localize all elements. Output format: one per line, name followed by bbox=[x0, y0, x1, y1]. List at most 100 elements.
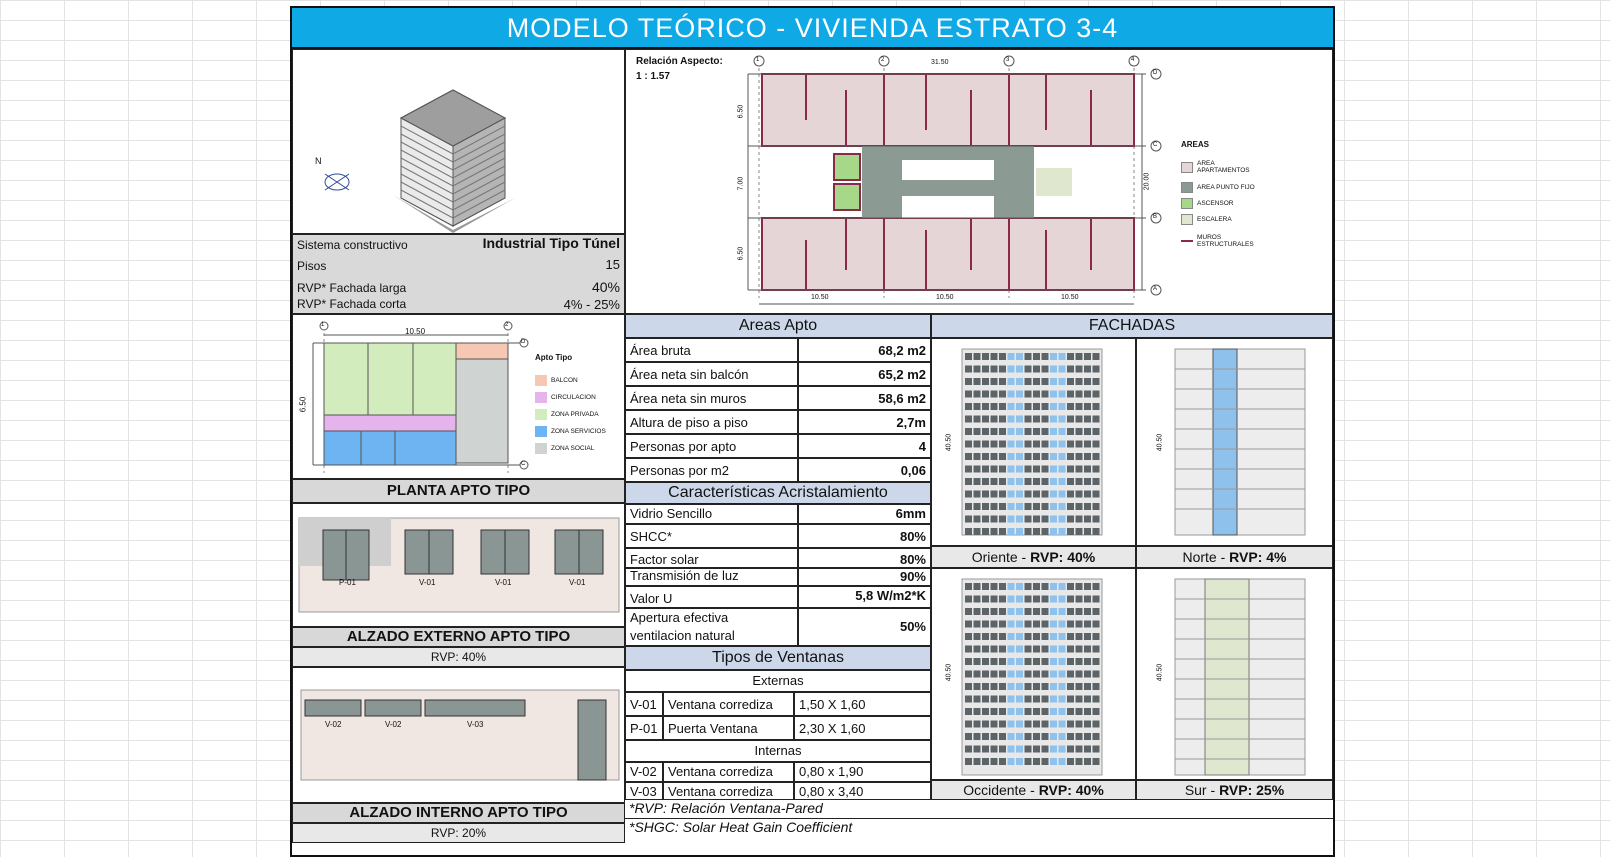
legend-label: ASCENSOR bbox=[1197, 199, 1234, 207]
glazing-label: Factor solar bbox=[625, 548, 798, 568]
axis-label: 1 bbox=[321, 322, 325, 328]
window-type: Ventana corrediza bbox=[663, 692, 794, 716]
axis-label: C bbox=[521, 461, 526, 467]
alzado-interno-drawing bbox=[300, 689, 620, 781]
legend-swatch bbox=[535, 392, 547, 403]
window-size: 0,80 x 1,90 bbox=[794, 762, 931, 782]
dim-left-mid: 7.00 bbox=[737, 176, 745, 191]
floor-plan-drawing bbox=[747, 55, 1162, 305]
window-size: 0,80 x 3,40 bbox=[794, 782, 931, 800]
window-code: V-01 bbox=[625, 692, 663, 716]
legend-label: MUROS ESTRUCTURALES bbox=[1197, 234, 1254, 248]
alzado-interno-rvp: RVP: 20% bbox=[292, 823, 625, 843]
alzado-externo: P-01 V-01 V-01 V-01 bbox=[292, 503, 625, 627]
facade-name: Oriente bbox=[971, 549, 1018, 565]
window-label: V-03 bbox=[467, 720, 484, 729]
area-value: 58,6 m2 bbox=[798, 386, 931, 410]
area-value: 0,06 bbox=[798, 458, 931, 482]
facade-rvp: RVP: 40% bbox=[1030, 549, 1096, 565]
legend-swatch bbox=[1181, 161, 1193, 173]
window-label: P-01 bbox=[339, 578, 356, 587]
facade-occidente-drawing bbox=[961, 578, 1103, 776]
legend-label: ESCALERA bbox=[1197, 215, 1232, 223]
window-label: V-01 bbox=[419, 578, 436, 587]
legend-item: ZONA SOCIAL bbox=[535, 440, 624, 457]
area-label: Personas por m2 bbox=[625, 458, 798, 482]
dim-left-top: 6.50 bbox=[737, 104, 745, 119]
vent-label-1: Apertura efectiva bbox=[630, 610, 729, 625]
apto-plan: 1 2 D C 10.50 6.50 Apto Tipo BALCON CIRC… bbox=[292, 314, 625, 479]
legend-title: AREAS bbox=[1181, 140, 1210, 149]
axis-label: C bbox=[1153, 142, 1158, 148]
dim-bottom: 10.50 bbox=[811, 294, 829, 301]
axis-label: B bbox=[1153, 214, 1158, 220]
sheet: MODELO TEÓRICO - VIVIENDA ESTRATO 3-4 N bbox=[290, 6, 1335, 857]
legend-label: ZONA PRIVADA bbox=[551, 411, 599, 418]
area-value: 2,7m bbox=[798, 410, 931, 434]
facade-height: 40.50 bbox=[945, 663, 953, 682]
dim-bottom: 10.50 bbox=[1061, 294, 1079, 301]
building-specs: Sistema constructivo Industrial Tipo Tún… bbox=[292, 234, 625, 314]
areas-legend: AREAS AREA APARTAMENTOS AREA PUNTO FIJO … bbox=[1181, 140, 1321, 255]
window-type: Puerta Ventana bbox=[663, 716, 794, 740]
apto-dim-top: 10.50 bbox=[405, 327, 426, 336]
spec-value: Industrial Tipo Túnel bbox=[482, 235, 620, 251]
legend-item: ESCALERA bbox=[1181, 211, 1321, 227]
legend-item: CIRCULACION bbox=[535, 389, 624, 406]
facade-oriente: 40.50 bbox=[931, 338, 1136, 546]
axis-label: D bbox=[521, 339, 526, 345]
spec-label: Sistema constructivo bbox=[297, 238, 408, 252]
legend-swatch bbox=[535, 375, 547, 386]
alzado-interno-caption: ALZADO INTERNO APTO TIPO bbox=[292, 803, 625, 823]
spec-value: 40% bbox=[591, 279, 620, 295]
window-code: P-01 bbox=[625, 716, 663, 740]
facades-header: FACHADAS bbox=[931, 314, 1333, 338]
aspect-value: 1 : 1.57 bbox=[636, 71, 670, 82]
footnote: *RVP: Relación Ventana-Pared bbox=[625, 800, 1333, 819]
legend-swatch bbox=[535, 443, 547, 454]
area-value: 68,2 m2 bbox=[798, 338, 931, 362]
glazing-label: Vidrio Sencillo bbox=[625, 504, 798, 524]
dim-bottom: 10.50 bbox=[936, 294, 954, 301]
legend-label: ZONA SERVICIOS bbox=[551, 428, 606, 435]
facade-rvp: RVP: 25% bbox=[1219, 782, 1285, 798]
legend-item: AREA PUNTO FIJO bbox=[1181, 179, 1321, 195]
building-render: N bbox=[292, 49, 625, 234]
axis-label: 4 bbox=[1131, 57, 1135, 63]
glazing-vent-label: Apertura efectiva ventilacion natural bbox=[625, 608, 798, 646]
north-label: N bbox=[315, 156, 322, 166]
legend-label: ZONA SOCIAL bbox=[551, 445, 595, 452]
facade-sur: 40.50 bbox=[1136, 568, 1333, 780]
area-value: 4 bbox=[798, 434, 931, 458]
glazing-label: SHCC* bbox=[625, 524, 798, 548]
legend-label: CIRCULACION bbox=[551, 394, 596, 401]
area-label: Personas por apto bbox=[625, 434, 798, 458]
facade-rvp: RVP: 40% bbox=[1038, 782, 1104, 798]
windows-int-label: Internas bbox=[625, 740, 931, 762]
axis-label: 1 bbox=[756, 57, 760, 63]
glazing-value: 80% bbox=[798, 548, 931, 568]
areas-header: Areas Apto bbox=[625, 314, 931, 338]
axis-label: A bbox=[1153, 286, 1158, 292]
aspect-label: Relación Aspecto: bbox=[636, 56, 723, 67]
window-code: V-03 bbox=[625, 782, 663, 800]
window-size: 1,50 X 1,60 bbox=[794, 692, 931, 716]
facade-occidente: 40.50 bbox=[931, 568, 1136, 780]
area-value: 65,2 m2 bbox=[798, 362, 931, 386]
axis-label: 2 bbox=[505, 322, 509, 328]
facade-norte-drawing bbox=[1174, 348, 1306, 536]
spec-value: 15 bbox=[605, 257, 620, 272]
page-title: MODELO TEÓRICO - VIVIENDA ESTRATO 3-4 bbox=[292, 8, 1333, 49]
facade-caption: Norte - RVP: 4% bbox=[1136, 546, 1333, 568]
facade-height: 40.50 bbox=[1156, 663, 1164, 682]
spec-value: 4% - 25% bbox=[563, 297, 620, 312]
window-label: V-01 bbox=[569, 578, 586, 587]
vent-label-2: ventilacion natural bbox=[630, 628, 735, 643]
legend-item: ZONA PRIVADA bbox=[535, 406, 624, 423]
windows-ext-label: Externas bbox=[625, 670, 931, 692]
glazing-value: 6mm bbox=[798, 504, 931, 524]
spec-label: RVP* Fachada corta bbox=[297, 297, 407, 311]
glazing-label: Valor U bbox=[625, 586, 798, 608]
glazing-value: 90% bbox=[798, 568, 931, 586]
window-code: V-02 bbox=[625, 762, 663, 782]
